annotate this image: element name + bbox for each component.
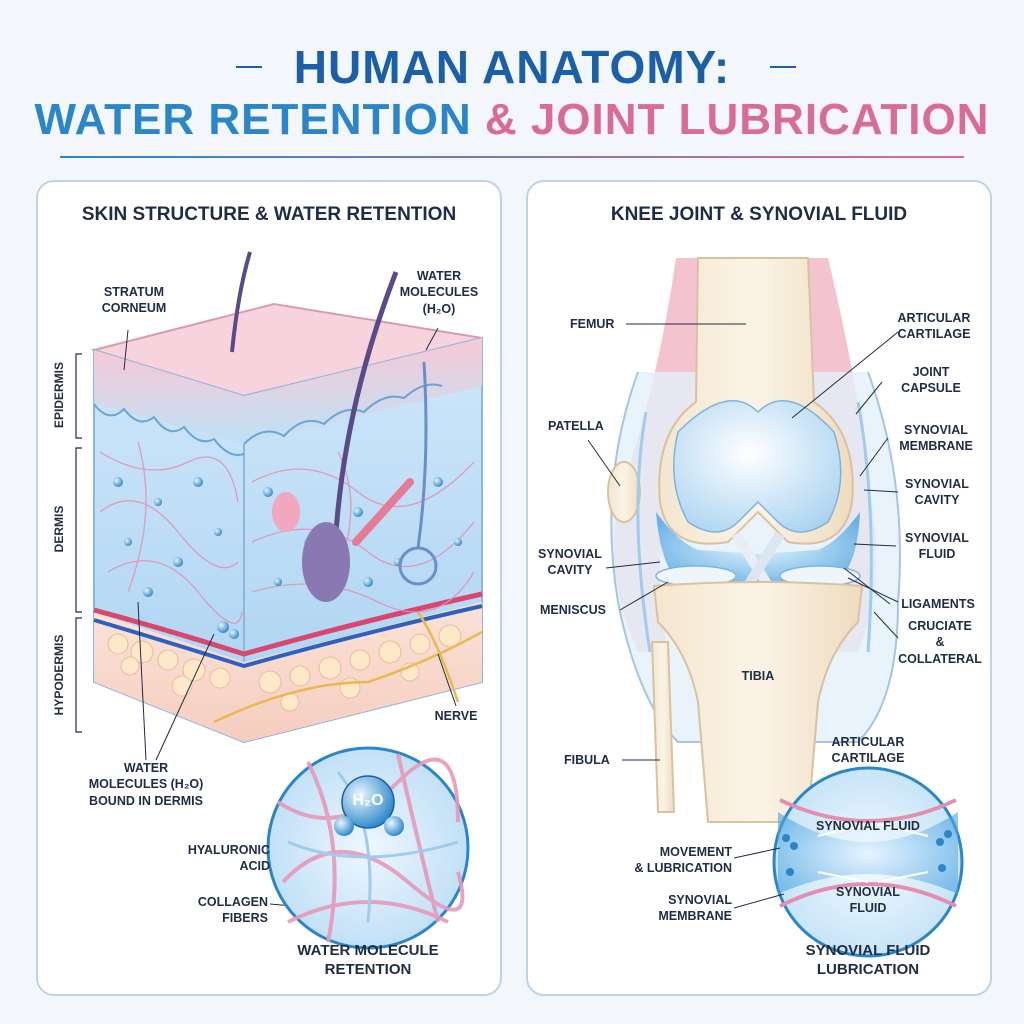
hair-shaft-1 (230, 251, 252, 353)
knee-panel-title: KNEE JOINT & SYNOVIAL FLUID (610, 204, 908, 225)
skin-panel-title: SKIN STRUCTURE & WATER RETENTION (81, 204, 457, 225)
label-epidermis: EPIDERMIS (52, 362, 66, 429)
subtitle-pink: & JOINT LUBRICATION (484, 95, 990, 144)
patella (607, 461, 641, 523)
label-synovial-fluid-right: SYNOVIAL FLUID (905, 531, 969, 562)
tibia (652, 581, 864, 823)
label-joint-capsule: JOINT CAPSULE (901, 365, 961, 396)
knee-diagram (587, 257, 964, 958)
header: HUMAN ANATOMY: WATER RETENTION & JOINT L… (0, 0, 1024, 170)
label-tibia: TIBIA (741, 669, 775, 683)
skin-caption: WATER MOLECULE RETENTION (297, 942, 439, 978)
page-subtitle: WATER RETENTION & JOINT LUBRICATION (0, 95, 1024, 145)
label-collagen-fibers: COLLAGEN FIBERS (197, 895, 268, 926)
label-stratum-corneum: STRATUM CORNEUM (101, 285, 167, 316)
label-femur: FEMUR (570, 317, 615, 331)
label-ligaments: LIGAMENTS (901, 597, 975, 611)
label-patella: PATELLA (548, 419, 604, 433)
inset-label-synovial-fluid: SYNOVIAL FLUID (816, 819, 920, 833)
epidermis-band-side (244, 338, 482, 444)
hypodermis-band-front (94, 612, 244, 742)
epidermis-band-front (94, 350, 244, 444)
inset-label-articular-cartilage: ARTICULAR CARTILAGE (831, 735, 905, 766)
articular-cartilage (673, 400, 842, 533)
label-synovial-membrane: SYNOVIAL MEMBRANE (899, 423, 973, 454)
subtitle-blue: WATER RETENTION (34, 95, 472, 144)
knee-caption: SYNOVIAL FLUID LUBRICATION (805, 942, 931, 978)
label-synovial-cavity-right: SYNOVIAL CAVITY (905, 477, 969, 508)
knee-panel: KNEE JOINT & SYNOVIAL FLUID (526, 180, 992, 996)
page-title: HUMAN ANATOMY: (293, 41, 731, 93)
label-meniscus: MENISCUS (540, 603, 606, 617)
label-cruciate-collateral: CRUCIATE & COLLATERAL (898, 619, 982, 666)
hair-follicle (302, 522, 350, 602)
h2o-label: H₂O (352, 792, 384, 809)
label-hypodermis: HYPODERMIS (52, 634, 66, 716)
title-rule-left (236, 66, 262, 68)
label-dermis: DERMIS (52, 505, 66, 553)
label-fibula: FIBULA (564, 753, 610, 767)
title-divider (60, 156, 964, 158)
fibula (650, 641, 676, 813)
title-rule-right (770, 66, 796, 68)
label-hyaluronic-acid: HYALURONIC ACID (187, 843, 270, 874)
label-water-molecules-top: WATER MOLECULES (H₂O) (399, 269, 479, 316)
skin-diagram (75, 251, 483, 950)
label-articular-cartilage: ARTICULAR CARTILAGE (897, 311, 971, 342)
label-nerve: NERVE (434, 709, 478, 723)
skin-panel: SKIN STRUCTURE & WATER RETENTION (36, 180, 502, 996)
water-molecule (341, 775, 395, 829)
label-movement-lubrication: MOVEMENT & LUBRICATION (634, 845, 732, 876)
label-synovial-cavity-left: SYNOVIAL CAVITY (538, 547, 602, 578)
inset-label-synovial-fluid-low: SYNOVIAL FLUID (836, 885, 900, 916)
label-synovial-membrane-low: SYNOVIAL MEMBRANE (658, 893, 732, 924)
synovial-cavity (656, 512, 860, 582)
label-water-bound-dermis: WATER MOLECULES (H₂O) BOUND IN DERMIS (88, 761, 204, 808)
